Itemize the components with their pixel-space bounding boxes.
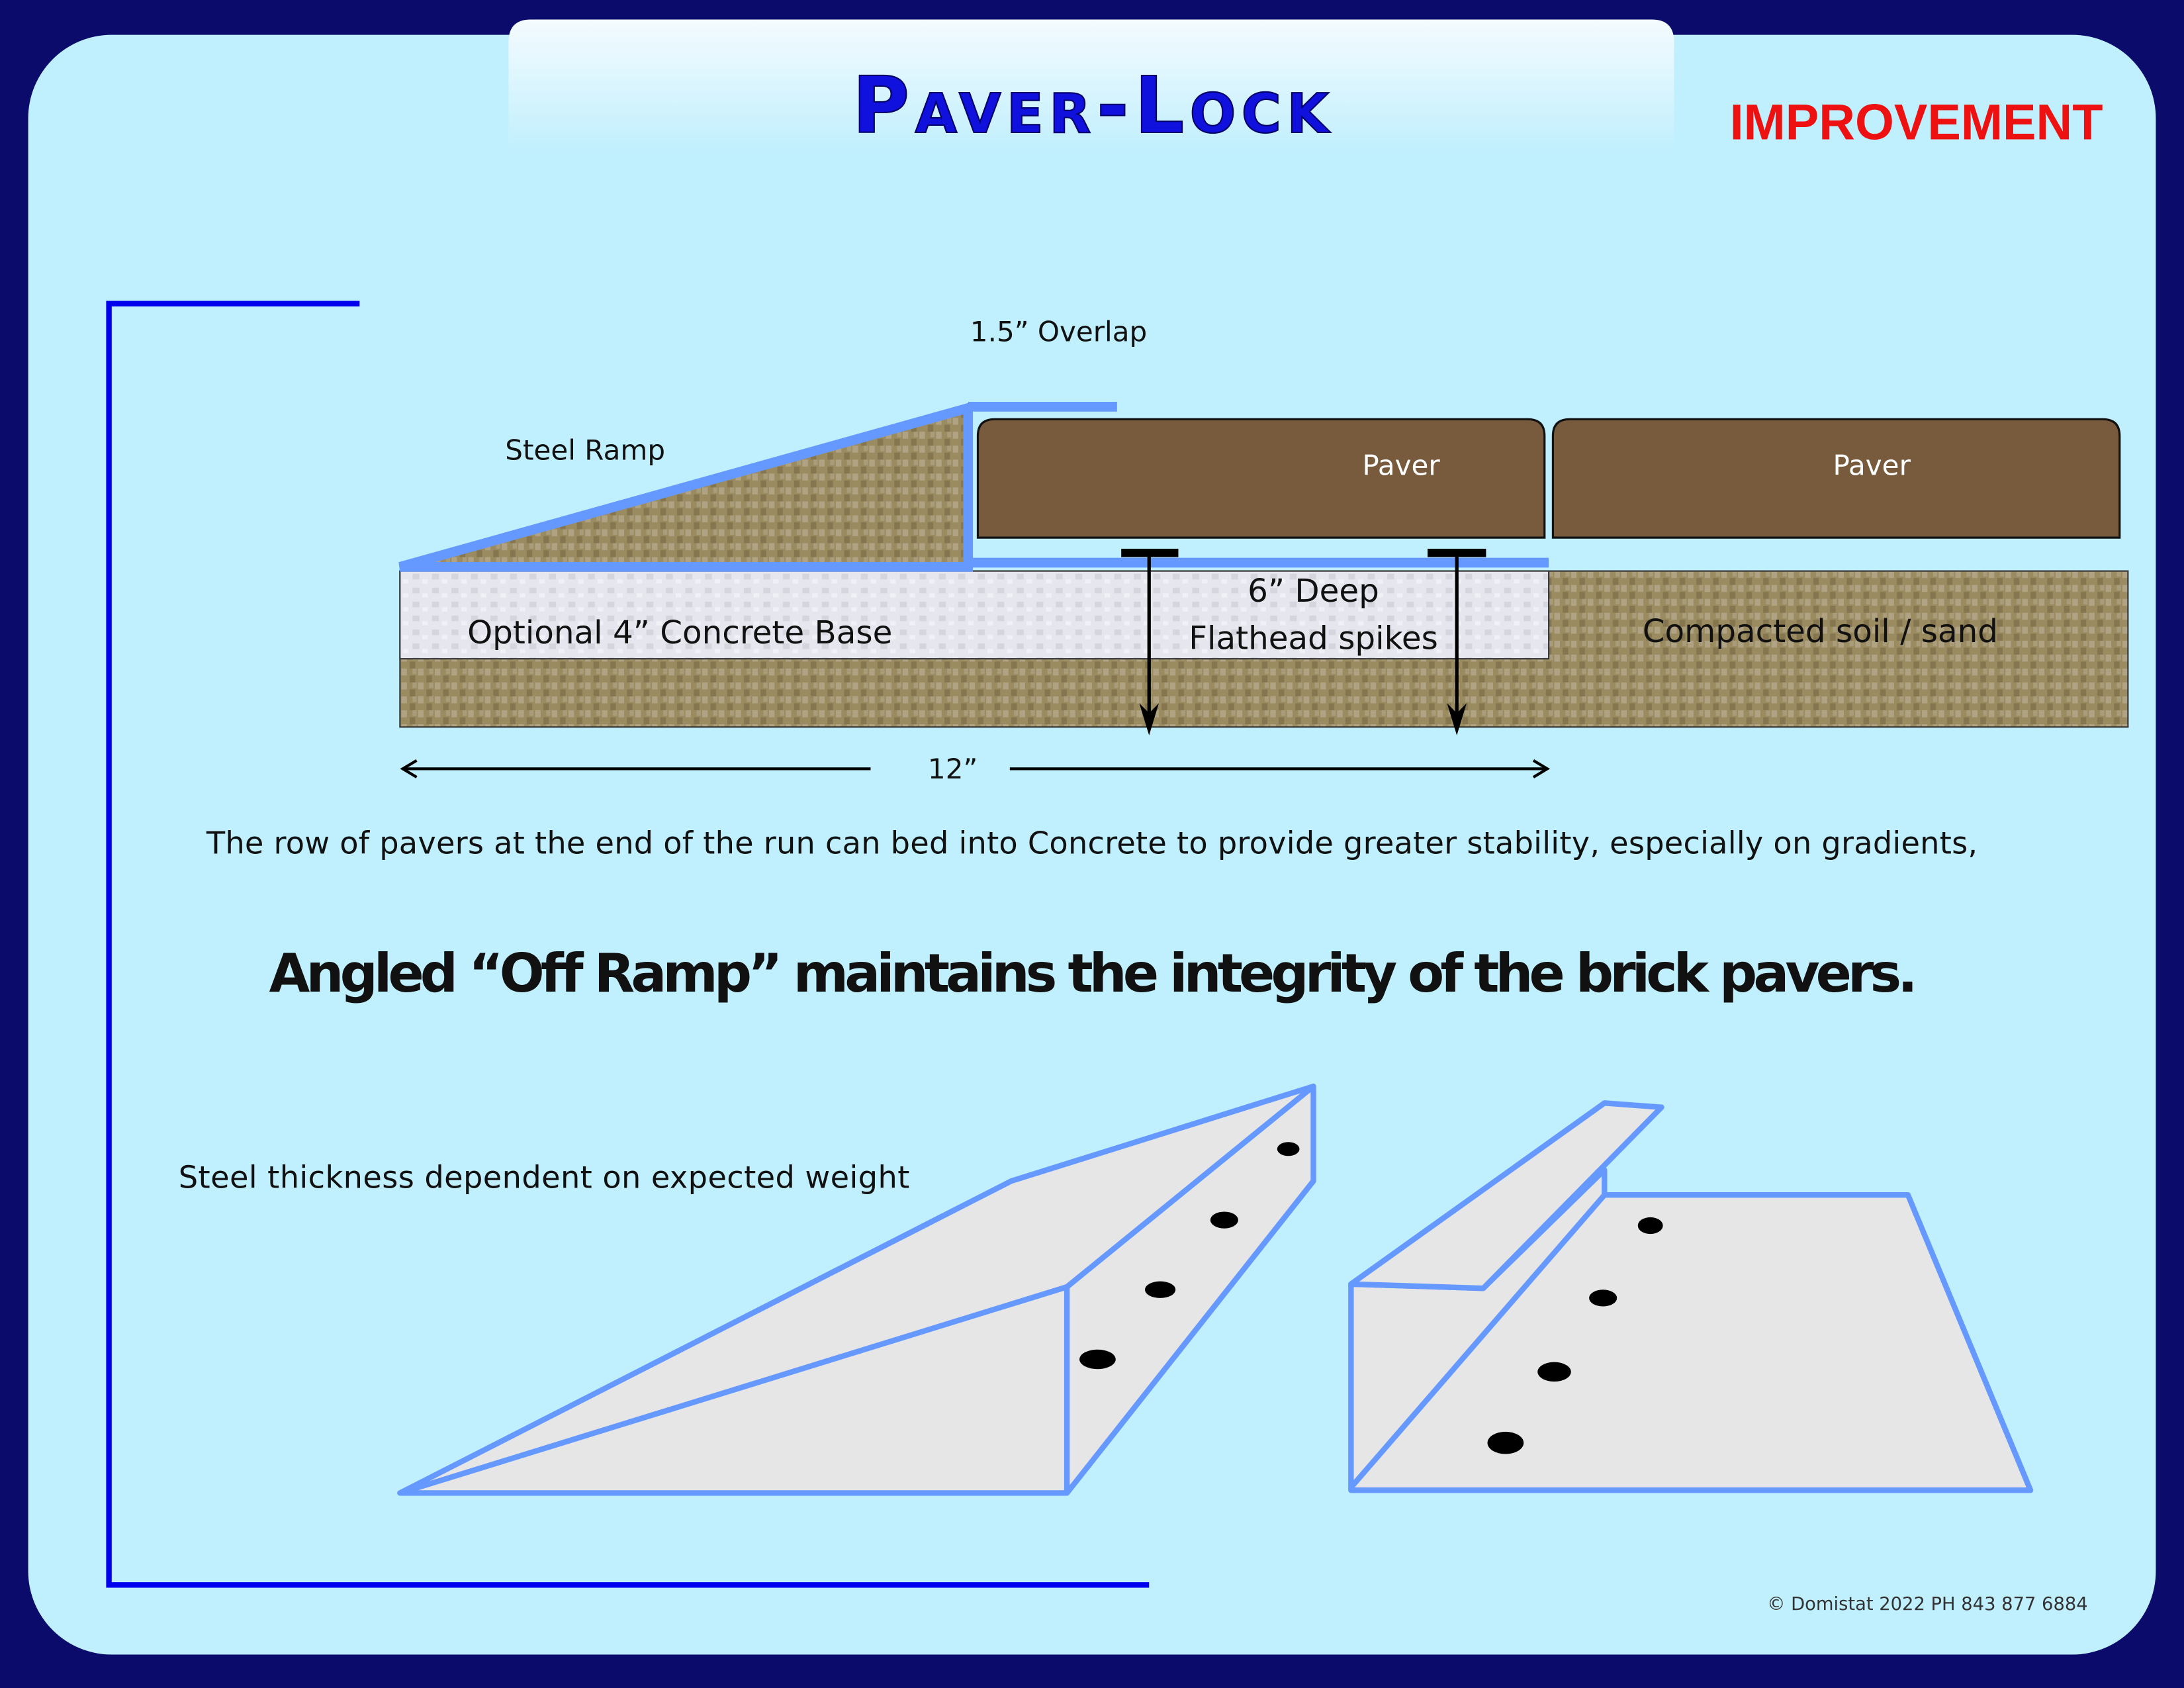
bolt-holes <box>1079 1142 1300 1370</box>
dimension-label: 12” <box>928 753 978 785</box>
spike <box>1428 548 1486 735</box>
base-plate-3d-view <box>1348 1100 2034 1493</box>
spike <box>1121 548 1179 735</box>
dimension-arrow <box>400 759 1551 778</box>
soil-label: Compacted soil / sand <box>1643 613 1998 650</box>
page-title: Paver-Lock <box>852 60 1334 151</box>
copyright: © Domistat 2022 PH 843 877 6884 <box>1767 1594 2088 1615</box>
steel-ramp <box>398 401 974 572</box>
spikes-label: 6” Deep <box>1248 573 1379 610</box>
headline: Angled “Off Ramp” maintains the integrit… <box>269 943 1918 1004</box>
steel-ramp-label: Steel Ramp <box>505 434 665 466</box>
concrete-label: Optional 4” Concrete Base <box>467 614 892 651</box>
paver-label: Paver <box>1362 449 1440 481</box>
bracket-line <box>106 301 1150 1588</box>
description-text: The row of pavers at the end of the run … <box>206 825 1978 861</box>
improvement-badge: IMPROVEMENT <box>1730 94 2103 150</box>
ramp-3d-view <box>397 1083 1316 1496</box>
paver-label: Paver <box>1833 449 1911 481</box>
steel-note: Steel thickness dependent on expected we… <box>179 1160 910 1196</box>
overlap-label: 1.5” Overlap <box>970 315 1147 348</box>
spikes-label: Flathead spikes <box>1189 620 1438 657</box>
concrete-base <box>399 570 1550 660</box>
paver-block <box>1551 418 2121 539</box>
bolt-holes <box>1487 1217 1663 1454</box>
title-tab <box>508 19 1674 154</box>
paver-block <box>976 418 1546 539</box>
